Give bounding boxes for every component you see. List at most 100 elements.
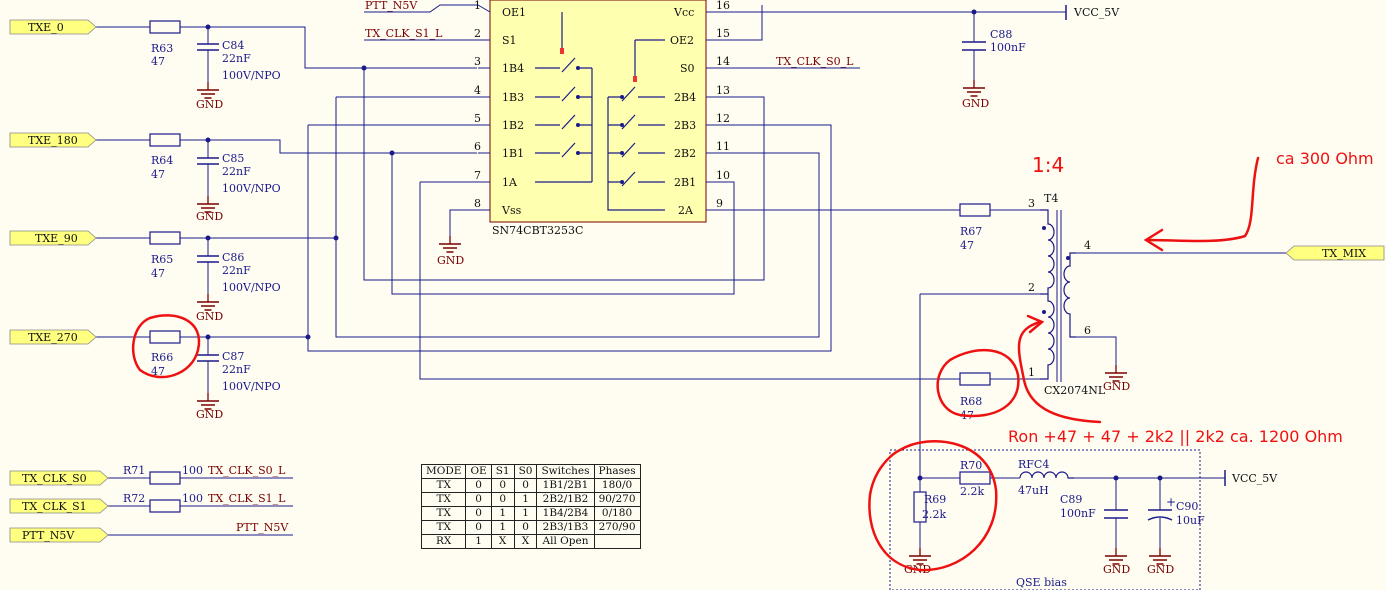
table-row: TX 0 0 0 1B1/2B1 180/0: [420, 478, 641, 493]
svg-text:47: 47: [151, 267, 165, 280]
svg-text:GND: GND: [196, 98, 223, 111]
table-cell: 1: [513, 506, 538, 521]
table-cell: TX: [420, 478, 467, 493]
svg-text:GND: GND: [1103, 380, 1130, 393]
svg-text:100V/NPO: 100V/NPO: [222, 281, 281, 294]
svg-text:1B3: 1B3: [502, 91, 524, 104]
capacitor-c85: GND C85 22nF 100V/NPO: [196, 152, 281, 223]
svg-text:2B2: 2B2: [674, 147, 696, 160]
svg-text:TXE_270: TXE_270: [28, 331, 78, 344]
svg-text:13: 13: [716, 84, 730, 97]
port-txe-90: TXE_90: [9, 230, 97, 246]
ground-t4: GND: [1103, 364, 1130, 393]
table-row: RX 1 X X All Open: [420, 534, 641, 549]
junction-dots: [205, 9, 1163, 481]
svg-text:9: 9: [716, 197, 723, 210]
capacitor-c88: GND C88 100nF: [962, 28, 1026, 110]
svg-text:SN74CBT3253C: SN74CBT3253C: [492, 224, 583, 237]
svg-text:8: 8: [474, 197, 481, 210]
svg-text:2B1: 2B1: [674, 176, 696, 189]
svg-text:TX_CLK_S0: TX_CLK_S0: [22, 472, 87, 485]
port-ptt-n5v: PTT_N5V: [9, 527, 109, 543]
resistor-r71: R71 100: [123, 464, 203, 485]
mode-table-header: S1: [490, 464, 515, 479]
table-cell: 1: [490, 506, 515, 521]
table-cell: X: [513, 534, 538, 549]
svg-text:1B4: 1B4: [502, 62, 524, 75]
svg-text:22nF: 22nF: [222, 264, 251, 277]
resistor-r66: R66 47: [149, 330, 181, 378]
svg-text:GND: GND: [196, 310, 223, 323]
table-cell: 1: [513, 492, 538, 507]
mode-table-header: MODE: [420, 464, 467, 479]
svg-text:1: 1: [1028, 366, 1035, 379]
svg-text:5: 5: [474, 112, 481, 125]
svg-text:16: 16: [716, 0, 730, 12]
svg-text:TXE_0: TXE_0: [28, 21, 64, 34]
svg-text:R65: R65: [151, 253, 173, 266]
ratio-annotation: 1:4: [1032, 153, 1064, 177]
table-cell: TX: [420, 492, 467, 507]
svg-text:2.2k: 2.2k: [960, 485, 984, 498]
capacitor-c89: GND C89 100nF: [1060, 493, 1130, 576]
svg-text:1B2: 1B2: [502, 119, 524, 132]
net-tx-clk-s0-l-bottom: TX_CLK_S0_L: [208, 464, 286, 477]
svg-text:R66: R66: [151, 351, 173, 364]
svg-text:PTT_N5V: PTT_N5V: [22, 529, 75, 542]
svg-text:22nF: 22nF: [222, 363, 251, 376]
table-cell: [593, 534, 641, 549]
table-cell: TX: [420, 506, 467, 521]
svg-text:15: 15: [716, 27, 730, 40]
svg-text:6: 6: [1084, 324, 1091, 337]
svg-text:T4: T4: [1044, 192, 1058, 205]
table-cell: 1B1/2B1: [536, 478, 595, 493]
port-txe-180: TXE_180: [9, 132, 97, 148]
svg-text:TXE_90: TXE_90: [35, 232, 78, 245]
svg-text:GND: GND: [1147, 563, 1174, 576]
svg-text:47: 47: [151, 365, 165, 378]
table-cell: All Open: [536, 534, 595, 549]
svg-text:S0: S0: [680, 62, 695, 75]
table-cell: 270/90: [593, 520, 641, 535]
mode-table-header: Switches: [536, 464, 595, 479]
inductor-rfc4: RFC4 47uH: [1018, 458, 1074, 497]
svg-text:R72: R72: [123, 492, 145, 505]
capacitor-c84: GND C84 22nF 100V/NPO: [196, 39, 281, 111]
mode-table: MODE OE S1 S0 Switches Phases TX 0 0 0 1…: [420, 464, 641, 549]
svg-text:100V/NPO: 100V/NPO: [222, 182, 281, 195]
table-cell: 2B2/1B2: [536, 492, 595, 507]
svg-text:R64: R64: [151, 154, 173, 167]
table-cell: 0/180: [593, 506, 641, 521]
resistor-r67: R67 47: [959, 203, 991, 252]
svg-text:2B3: 2B3: [674, 119, 696, 132]
resistor-r72: R72 100: [123, 492, 203, 513]
svg-text:1A: 1A: [502, 176, 518, 189]
annotations: [132, 156, 1260, 572]
svg-text:+: +: [1166, 495, 1176, 509]
svg-text:1B1: 1B1: [502, 147, 524, 160]
svg-text:1: 1: [474, 0, 481, 12]
svg-text:C86: C86: [222, 251, 244, 264]
svg-text:C85: C85: [222, 152, 244, 165]
ground-ic: GND: [437, 235, 464, 267]
svg-text:GND: GND: [196, 408, 223, 421]
resistor-r65: R65 47: [149, 231, 181, 280]
capacitor-c87: GND C87 22nF 100V/NPO: [196, 350, 281, 421]
svg-text:GND: GND: [962, 97, 989, 110]
svg-text:4: 4: [474, 84, 481, 97]
svg-text:Vcc: Vcc: [673, 6, 694, 19]
svg-text:CX2074NL: CX2074NL: [1044, 384, 1106, 397]
capacitor-c86: GND C86 22nF 100V/NPO: [196, 251, 281, 323]
transformer-t4: 3 4 2 6 1 T4 CX2074NL: [1028, 192, 1106, 397]
mode-table-header: OE: [465, 464, 492, 479]
svg-text:14: 14: [716, 55, 730, 68]
svg-text:100nF: 100nF: [1060, 507, 1096, 520]
resistor-r63: R63 47: [149, 20, 181, 68]
svg-text:100: 100: [182, 464, 203, 477]
svg-text:OE2: OE2: [670, 34, 694, 47]
svg-text:47: 47: [960, 239, 974, 252]
svg-text:OE1: OE1: [502, 6, 526, 19]
table-row: TX 0 1 1 1B4/2B4 0/180: [420, 506, 641, 521]
port-tx-clk-s0: TX_CLK_S0: [9, 470, 109, 486]
svg-text:12: 12: [716, 112, 730, 125]
